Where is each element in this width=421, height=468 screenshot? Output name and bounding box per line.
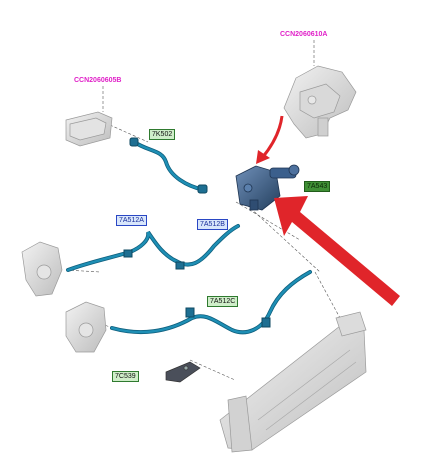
frame-rail — [219, 311, 367, 453]
part-tag-7a512c: 7A512C — [207, 296, 239, 307]
hose-7a512a-7a512b — [66, 224, 240, 272]
part-tag-7a543: 7A543 — [304, 181, 331, 192]
part-tag-7k502: 7K502 — [149, 129, 176, 140]
left-ghost-part-upper — [21, 241, 63, 297]
pointer-arrows — [256, 115, 400, 306]
hose-7a512c — [110, 270, 312, 335]
reservoir-mount-assembly — [65, 111, 113, 147]
curved-red-arrow — [260, 115, 284, 159]
part-tag-7c539: 7C539 — [112, 371, 139, 382]
pedal-box-assembly — [283, 65, 357, 139]
hose-7k502 — [129, 137, 208, 194]
clutch-master-cylinder-7a543 — [235, 164, 300, 211]
bracket-7c539 — [165, 361, 201, 383]
leader-lines — [65, 40, 341, 381]
ref-label-ccn2060610a: CCN2060610A — [280, 31, 328, 38]
part-tag-7a512a: 7A512A — [116, 215, 147, 226]
part-tag-7a512b: 7A512B — [197, 219, 228, 230]
large-red-arrow — [274, 196, 400, 306]
ref-label-ccn2060605b: CCN2060605B — [74, 77, 122, 84]
left-ghost-part-lower — [65, 301, 107, 353]
